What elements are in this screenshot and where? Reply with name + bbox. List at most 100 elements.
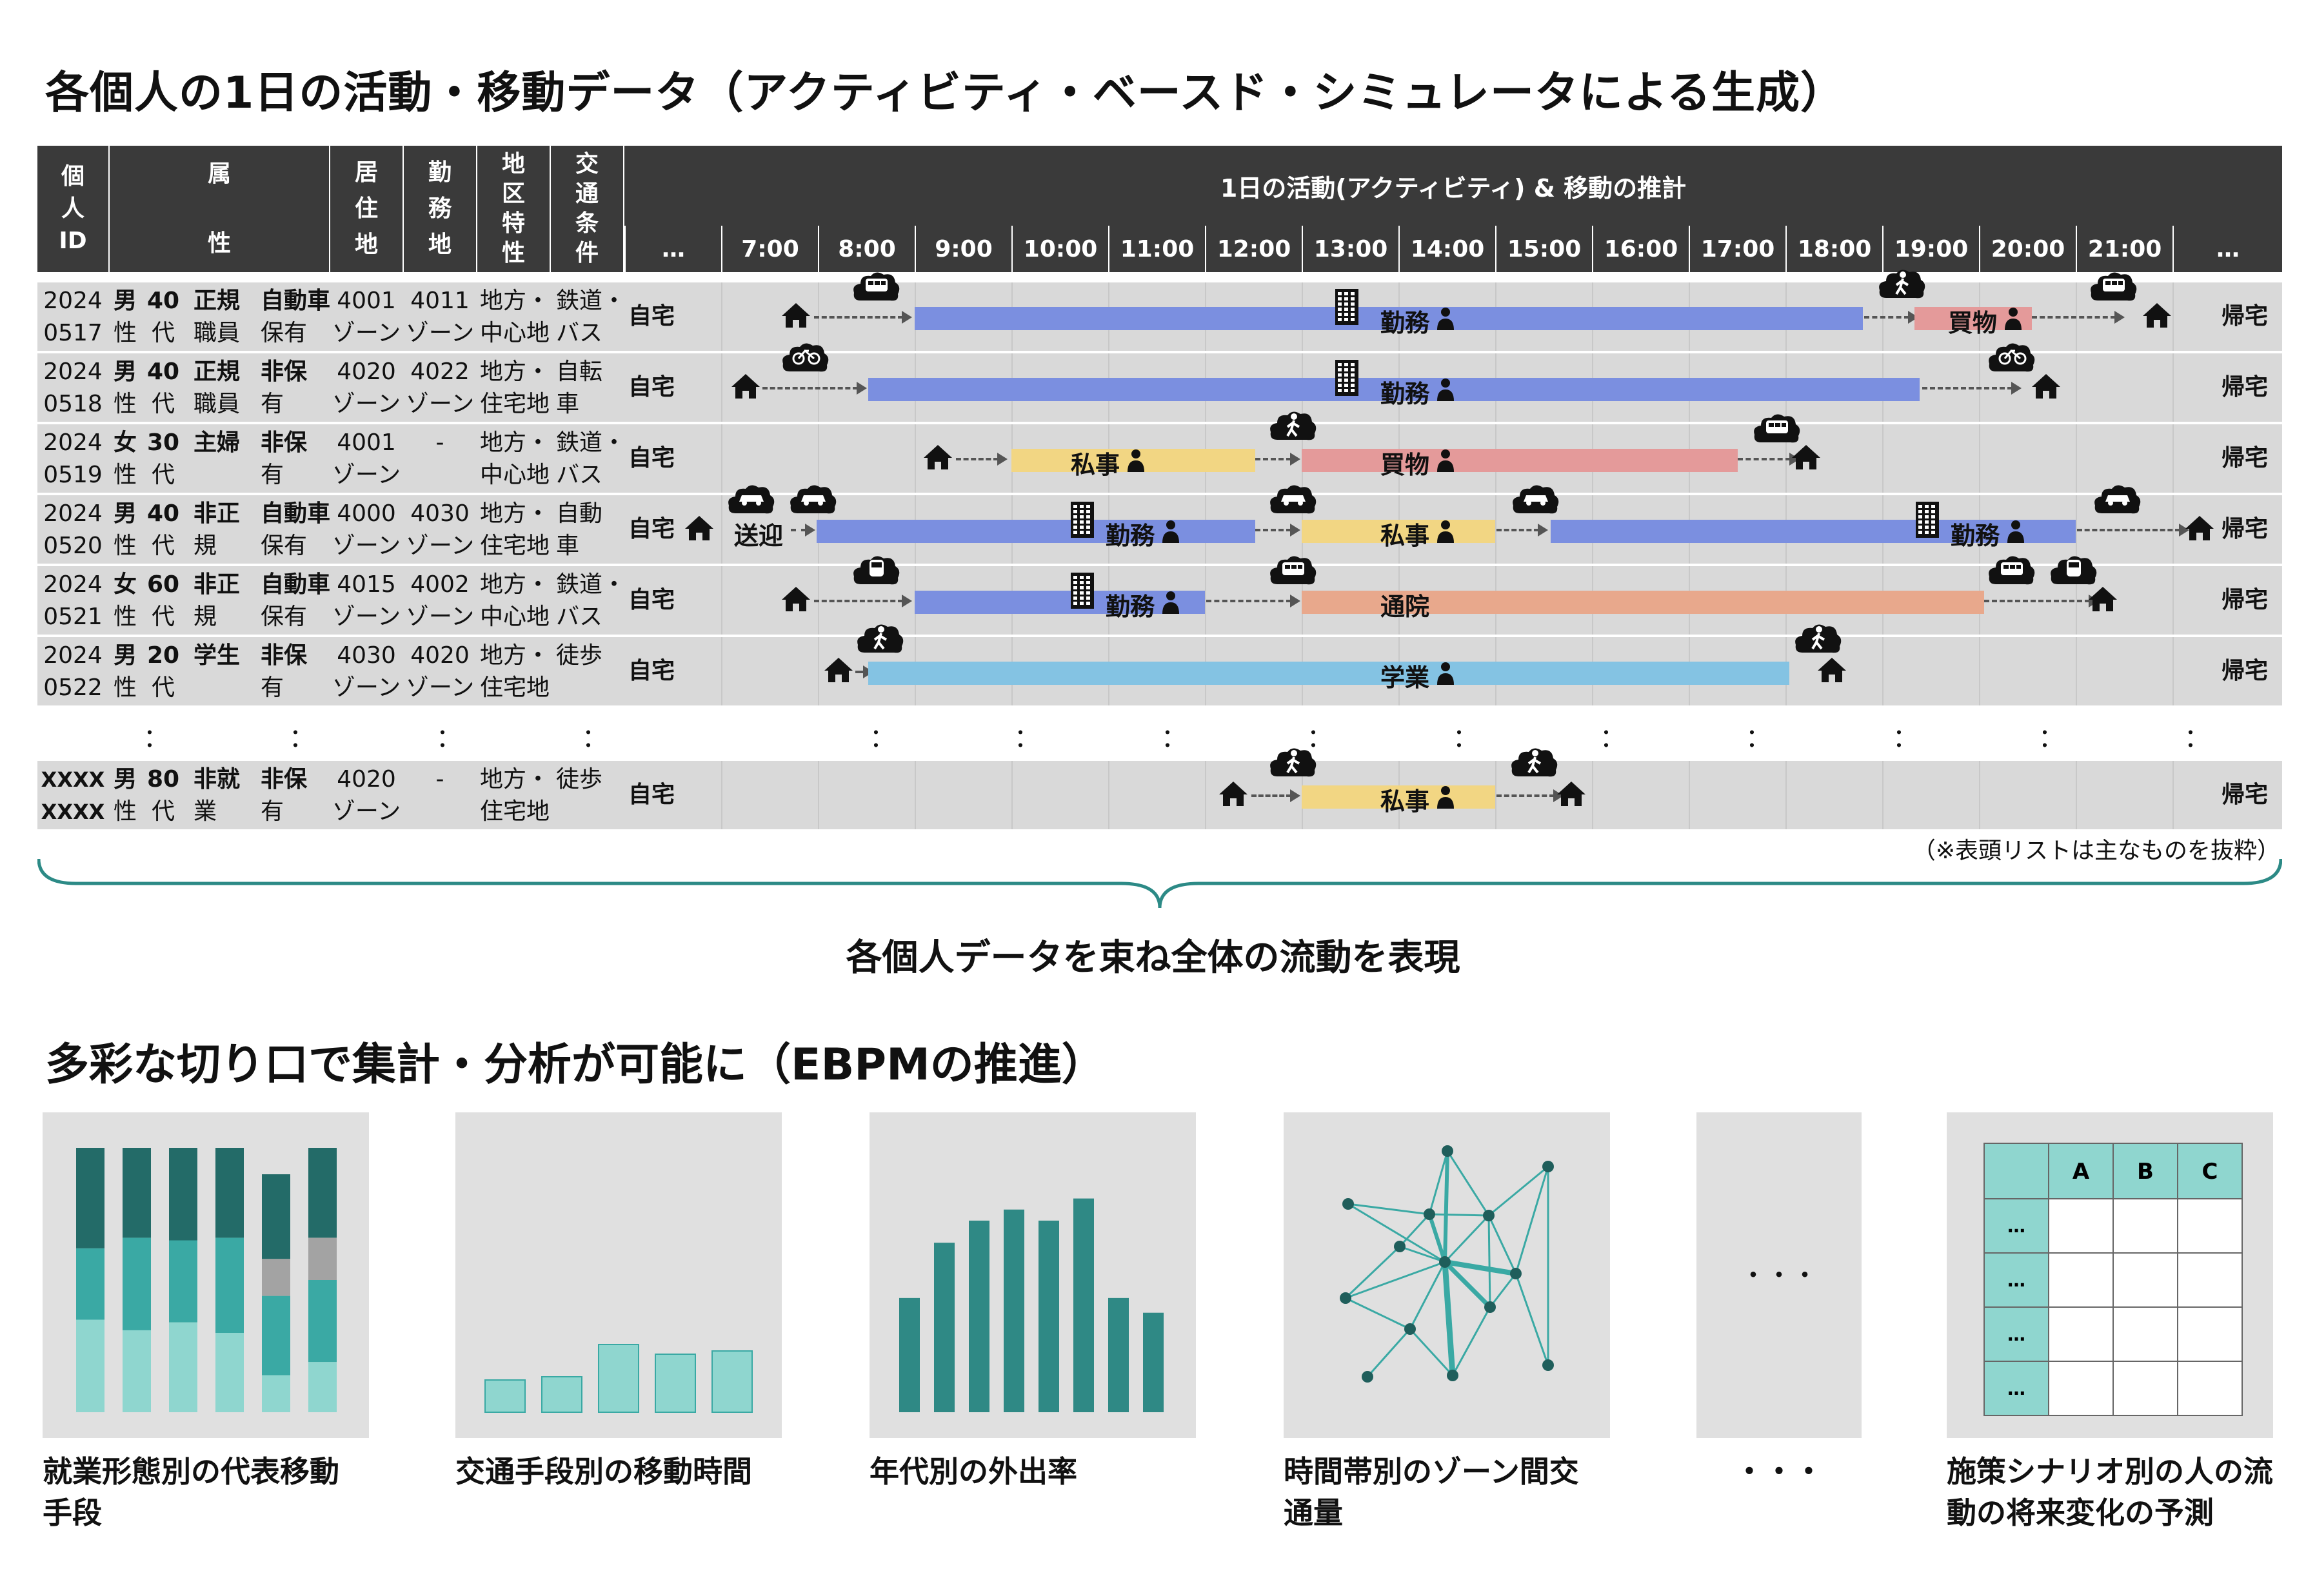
cell-car1: 非保 (261, 429, 308, 456)
time-tick: 17:00 (1689, 226, 1785, 272)
grid-line (1108, 761, 1109, 829)
grid-line (1495, 495, 1496, 564)
cell-start: 自宅 (628, 516, 675, 542)
cell-id1: 2024 (43, 359, 103, 385)
ellipsis-mark: ： (582, 724, 608, 753)
network-node (1439, 1256, 1451, 1268)
private-bar (1302, 520, 1495, 543)
network-node (1362, 1371, 1373, 1383)
activity-label-work: 勤務 (1380, 309, 1430, 337)
bus-icon (1754, 414, 1800, 443)
home-icon (1219, 782, 1247, 806)
car-icon (790, 485, 837, 514)
cell-age1: 60 (146, 571, 180, 598)
network-edge (1398, 1213, 1431, 1248)
network-edge (1399, 1245, 1446, 1263)
network-node (1340, 1292, 1351, 1304)
private-bar (1302, 785, 1495, 809)
network-node (1542, 1359, 1554, 1371)
caption-6: 施策シナリオ別の人の流動の将来変化の予測 (1947, 1454, 2273, 1530)
header-area: 地区特性 (477, 146, 550, 272)
cell-tr1: 自動 (556, 500, 603, 527)
cell-home2: ゾーン (332, 320, 401, 346)
grid-line (1785, 761, 1787, 829)
stacked-bar-segment (169, 1148, 197, 1241)
network-edge (1347, 1203, 1446, 1263)
travel-time-bar (711, 1350, 753, 1413)
grid-line (2172, 566, 2174, 635)
network-edge (1347, 1203, 1430, 1216)
walk-icon (1879, 270, 1925, 299)
cell-age2: 代 (151, 391, 175, 417)
cell-tr1: 鉄道・ (556, 571, 626, 598)
cell-area1: 地方・ (480, 500, 550, 527)
cell-age1: 40 (146, 500, 180, 527)
grid-line (2172, 282, 2174, 351)
cell-job1: 非正 (194, 500, 241, 527)
stacked-bar-segment (76, 1319, 104, 1412)
time-tick: 20:00 (1979, 226, 2076, 272)
stacked-bar-segment (123, 1237, 151, 1330)
grid-line (1592, 761, 1593, 829)
car-icon (728, 485, 775, 514)
work-bar (868, 378, 1920, 401)
age-bar (899, 1297, 920, 1412)
car-icon (2094, 485, 2141, 514)
grid-line (818, 761, 819, 829)
person-icon (1437, 449, 1454, 472)
activity-label-private: 私事 (1071, 451, 1120, 479)
cell-area1: 地方・ (480, 359, 550, 385)
stacked-bar-chart (76, 1148, 337, 1412)
ellipsis-mark: ： (436, 724, 462, 753)
cell-start: 自宅 (628, 782, 675, 808)
table-cell (2177, 1198, 2243, 1254)
table-cell (2177, 1252, 2243, 1308)
network-node (1394, 1241, 1406, 1252)
cell-car2: 保有 (261, 604, 308, 630)
header-home: 居住地 (330, 146, 403, 272)
cell-sex1: 男 (113, 500, 137, 527)
network-edge (1427, 1214, 1447, 1263)
building-icon (1335, 289, 1358, 325)
grid-line (2172, 637, 2174, 705)
home-icon (2143, 303, 2171, 328)
age-bar (1108, 1297, 1129, 1412)
person-icon (1437, 379, 1454, 401)
grid-line (2076, 353, 2077, 422)
travel-time-bar-chart (484, 1344, 753, 1413)
home-icon (782, 303, 810, 328)
grid-line (721, 282, 722, 351)
cell-id2: 0519 (43, 462, 103, 488)
work-bar (1551, 520, 2076, 543)
person-icon (1128, 449, 1144, 472)
network-edge (1428, 1150, 1449, 1215)
brace (37, 858, 2282, 909)
move-arrow (1496, 789, 1564, 802)
grid-line (1979, 637, 1980, 705)
grid-line (2076, 637, 2077, 705)
grid-line (2172, 761, 2174, 829)
cell-start: 自宅 (628, 587, 675, 613)
activity-label-shop: 買物 (1380, 451, 1430, 479)
cell-id1: 2024 (43, 429, 103, 456)
header-timeline: 1日の活動(アクティビティ) & 移動の推計 (624, 146, 2282, 226)
cell-work1: 4002 (410, 571, 470, 598)
cell-home2: ゾーン (332, 675, 401, 701)
table-cell (2177, 1361, 2243, 1416)
activity-label-work: 勤務 (1380, 380, 1430, 408)
work-bar (915, 307, 1863, 330)
move-arrow (1922, 382, 2022, 395)
stacked-bar-segment (215, 1333, 244, 1412)
stacked-bar-segment (215, 1237, 244, 1333)
grid-line (721, 637, 722, 705)
network-node (1342, 1198, 1354, 1210)
cell-tr1: 徒歩 (556, 766, 603, 793)
cell-car1: 自動車 (261, 500, 331, 527)
move-arrow (1251, 789, 1300, 802)
stacked-bar-segment (76, 1248, 104, 1320)
cell-job1: 正規 (194, 288, 241, 314)
table-col-header: B (2137, 1159, 2154, 1185)
move-arrow (1864, 311, 1918, 324)
grid-line (818, 424, 819, 493)
cell-start: 自宅 (628, 658, 675, 684)
